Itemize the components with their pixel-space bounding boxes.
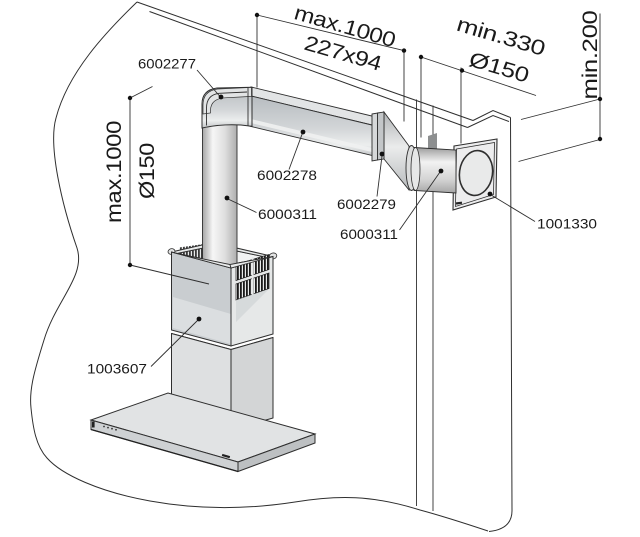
grille-shadow (236, 289, 269, 322)
vent-hole (458, 149, 494, 197)
dim-riser-diameter: Ø150 (136, 143, 159, 199)
leader-lines (150, 69, 536, 367)
dim-wall-min-distance: min.330 (454, 13, 548, 61)
wall-plate (452, 138, 498, 211)
duct-adapter (371, 110, 421, 192)
chimney-lower-right (230, 336, 274, 431)
adapter-flange-front (371, 112, 378, 162)
canopy-control-dots (103, 425, 117, 431)
leader-dots (196, 94, 493, 322)
hood-canopy (89, 392, 317, 473)
label-wall-plate: 1001330 (537, 216, 597, 232)
wall-column-edge (488, 117, 513, 532)
adapter-flange-back (377, 111, 385, 161)
dimension-end-dots (127, 12, 603, 268)
plate-corner-mark (455, 201, 463, 205)
canopy-right-mark (221, 453, 231, 459)
canopy-right (237, 433, 316, 473)
dimension-lines (127, 12, 603, 285)
dim-riser-max-length: max.1000 (103, 121, 126, 223)
label-tube-vertical: 6000311 (258, 206, 317, 222)
canopy-badge (92, 421, 95, 428)
part-labels: 6002277 6002278 6000311 6002279 6000311 … (87, 56, 597, 377)
chimney-upper-front-reflection (173, 297, 231, 344)
duct-elbow (201, 86, 253, 129)
label-flat-duct: 6002278 (257, 167, 317, 183)
wall-top-edge-inner (149, 11, 468, 128)
label-hood: 1003607 (87, 361, 147, 377)
label-adapter: 6002279 (337, 196, 396, 212)
wall-torn-edge (30, 1, 489, 532)
tube-vertical (202, 118, 238, 267)
flat-duct (248, 86, 377, 157)
label-elbow: 6002277 (138, 56, 196, 72)
wall-top-edge-outer (136, 1, 474, 121)
label-tube-horizontal: 6000311 (340, 226, 398, 242)
wall-corner-bevel-outer (472, 109, 511, 121)
wall-corner-bevel-inner (467, 114, 510, 128)
dim-ceiling-min-distance: min.200 (579, 11, 602, 100)
